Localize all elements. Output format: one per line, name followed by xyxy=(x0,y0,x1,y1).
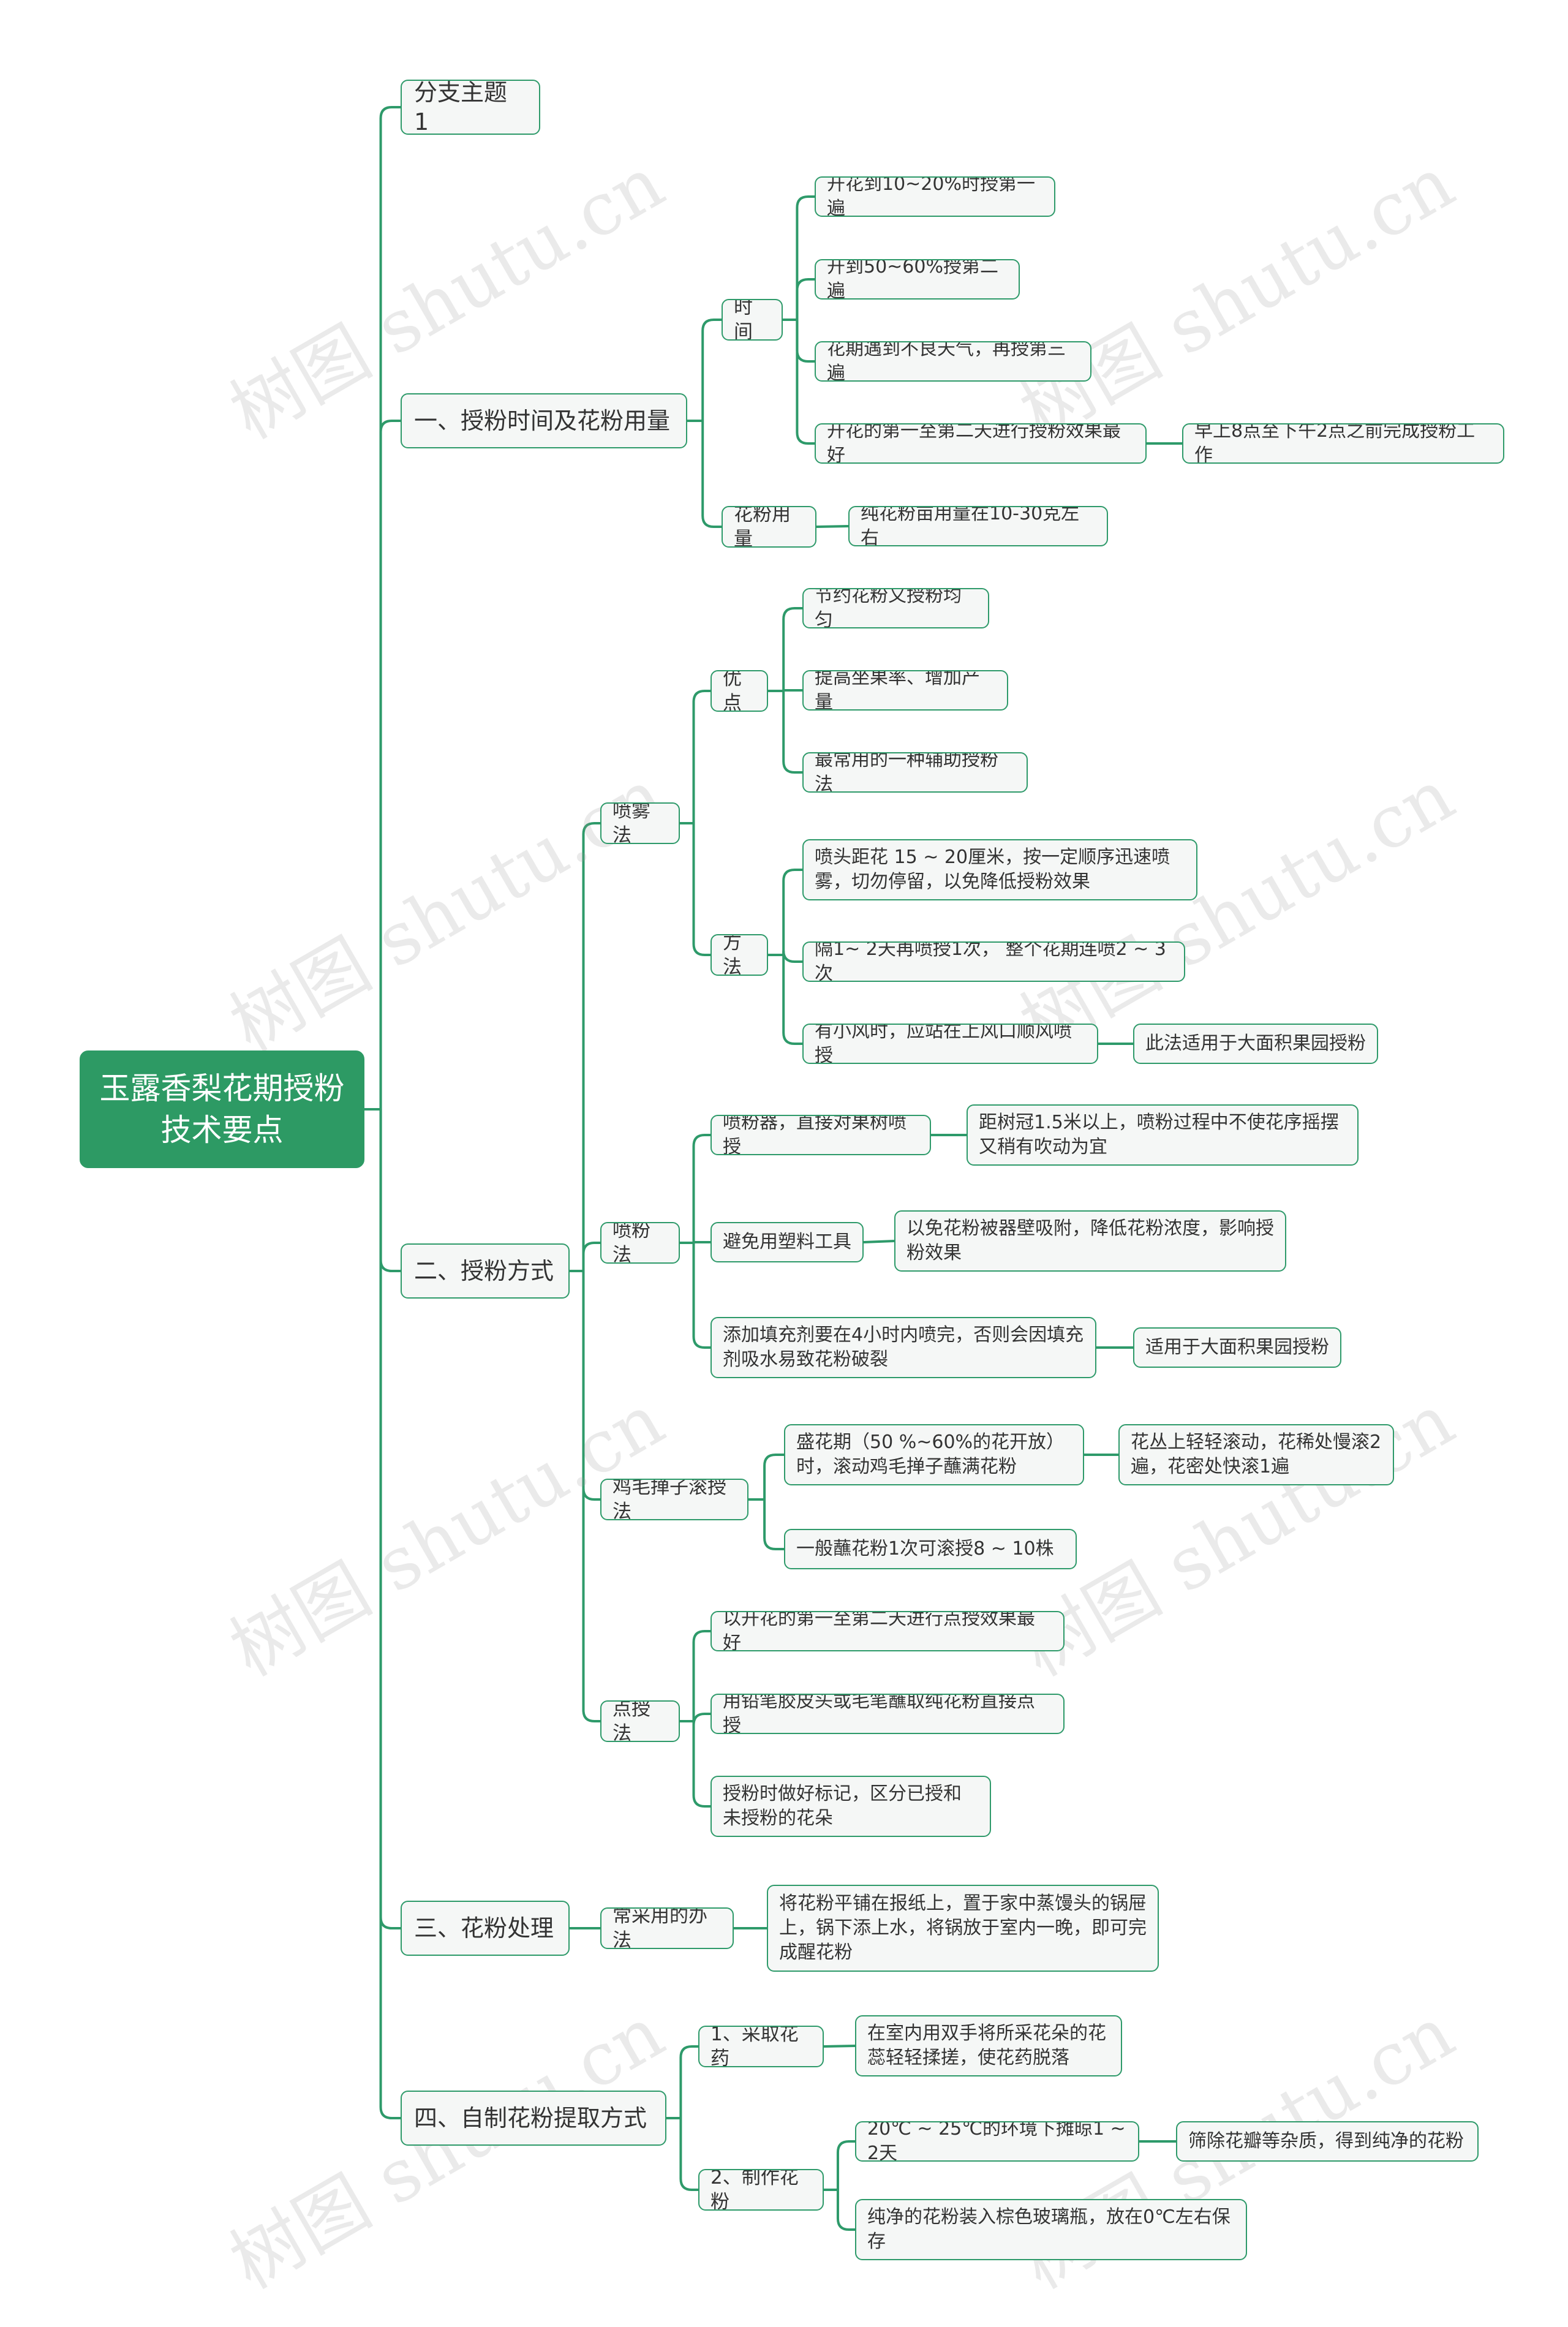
common-method-item[interactable]: 将花粉平铺在报纸上，置于家中蒸馒头的锅屉上，锅下添上水，将锅放于室内一晚，即可完… xyxy=(767,1885,1159,1972)
connector xyxy=(701,421,722,528)
branch-pollination-time-and-amount[interactable]: 一、授粉时间及花粉用量 xyxy=(401,393,687,448)
connector xyxy=(379,106,401,1109)
connector xyxy=(763,1454,784,1499)
advantage-item[interactable]: 节约花粉又授粉均匀 xyxy=(802,588,989,628)
dust-item-detail[interactable]: 距树冠1.5米以上，喷粉过程中不使花序摇摆又稍有吹动为宜 xyxy=(967,1104,1359,1166)
connector xyxy=(582,1271,600,1501)
dust-item[interactable]: 喷粉器，直接对果树喷授 xyxy=(710,1115,931,1155)
branch-homemade-pollen-extraction[interactable]: 四、自制花粉提取方式 xyxy=(401,2091,666,2146)
make-pollen-item-detail[interactable]: 筛除花瓣等杂质，得到纯净的花粉 xyxy=(1176,2121,1479,2162)
advantages-node[interactable]: 优点 xyxy=(710,670,768,712)
connector xyxy=(796,195,815,320)
dust-method-node[interactable]: 喷粉法 xyxy=(600,1222,680,1264)
spray-method-node[interactable]: 喷雾法 xyxy=(600,802,680,844)
pollen-amount-node[interactable]: 花粉用量 xyxy=(722,506,816,548)
connector xyxy=(582,1271,600,1722)
connector xyxy=(679,2118,698,2191)
connector xyxy=(692,1134,710,1243)
point-item[interactable]: 用铅笔胶皮头或毛笔蘸取纯花粉直接点授 xyxy=(710,1694,1065,1734)
advantage-item[interactable]: 提高坐果率、增加产量 xyxy=(802,670,1008,711)
point-item[interactable]: 授粉时做好标记，区分已授和未授粉的花朵 xyxy=(710,1776,991,1837)
connector xyxy=(582,1242,600,1271)
point-item[interactable]: 以开花的第一至第二天进行点授效果最好 xyxy=(710,1611,1065,1651)
connector xyxy=(692,823,710,956)
connector xyxy=(692,1243,710,1349)
connector xyxy=(782,869,802,955)
make-pollen-item[interactable]: 纯净的花粉装入棕色玻璃瓶，放在0℃左右保存 xyxy=(855,2199,1247,2260)
connector xyxy=(379,1109,401,2119)
branch-pollen-processing[interactable]: 三、花粉处理 xyxy=(401,1901,570,1956)
time-node[interactable]: 时间 xyxy=(722,299,783,341)
connector xyxy=(692,690,710,823)
collect-anthers-item[interactable]: 在室内用双手将所采花朵的花蕊轻轻揉搓，使花药脱落 xyxy=(855,2015,1122,2076)
time-item[interactable]: 开到50~60%授第二遍 xyxy=(815,259,1020,300)
connector xyxy=(782,955,802,1045)
method-node[interactable]: 方法 xyxy=(710,934,768,976)
connector xyxy=(782,950,802,963)
connector xyxy=(863,1240,895,1243)
method-item[interactable]: 有小风时，应站在上风口顺风喷授 xyxy=(802,1024,1098,1064)
dust-item-detail[interactable]: 以免花粉被器壁吸附，降低花粉浓度，影响授粉效果 xyxy=(894,1210,1286,1272)
connector xyxy=(796,278,815,320)
dust-item[interactable]: 添加填充剂要在4小时内喷完，否则会因填充剂吸水易致花粉破裂 xyxy=(710,1317,1096,1378)
duster-item[interactable]: 盛花期（50 %~60%的花开放）时，滚动鸡毛掸子蘸满花粉 xyxy=(784,1424,1084,1485)
advantage-item[interactable]: 最常用的一种辅助授粉法 xyxy=(802,752,1028,793)
connector xyxy=(836,2190,855,2231)
connector xyxy=(692,1630,710,1721)
connector xyxy=(379,420,401,1109)
connector xyxy=(701,319,722,421)
connector xyxy=(816,525,849,528)
connector xyxy=(796,320,815,363)
connector xyxy=(379,1109,401,1929)
common-method-node[interactable]: 常采用的办法 xyxy=(600,1907,734,1949)
duster-method-node[interactable]: 鸡毛掸子滚授法 xyxy=(600,1479,748,1520)
connector xyxy=(379,1109,401,1272)
duster-item-detail[interactable]: 花丛上轻轻滚动，花稀处慢滚2遍，花密处快滚1遍 xyxy=(1118,1424,1394,1485)
connector xyxy=(692,1713,710,1725)
duster-item[interactable]: 一般蘸花粉1次可滚授8 ~ 10株 xyxy=(784,1529,1077,1569)
root-topic[interactable]: 玉露香梨花期授粉技术要点 xyxy=(80,1050,364,1168)
connector xyxy=(836,2140,855,2190)
connector xyxy=(692,1721,710,1808)
method-item[interactable]: 喷头距花 15 ~ 20厘米，按一定顺序迅速喷雾，切勿停留，以免降低授粉效果 xyxy=(802,839,1197,900)
pollen-amount-item[interactable]: 纯花粉亩用量在10-30克左右 xyxy=(848,506,1108,546)
branch-pollination-methods[interactable]: 二、授粉方式 xyxy=(401,1243,570,1299)
make-pollen-item[interactable]: 20℃ ~ 25℃的环境下摊晾1 ~ 2天 xyxy=(855,2121,1139,2162)
connector xyxy=(796,320,815,445)
method-item[interactable]: 隔1~ 2天再喷授1次， 整个花期连喷2 ~ 3次 xyxy=(802,941,1185,982)
connector xyxy=(782,691,802,774)
point-method-node[interactable]: 点授法 xyxy=(600,1700,680,1742)
connector xyxy=(763,1499,784,1550)
time-item[interactable]: 开花到10~20%时授第一遍 xyxy=(815,176,1055,217)
collect-anthers-node[interactable]: 1、采取花药 xyxy=(698,2026,824,2067)
method-item-detail[interactable]: 此法适用于大面积果园授粉 xyxy=(1133,1024,1378,1064)
dust-item-detail[interactable]: 适用于大面积果园授粉 xyxy=(1133,1327,1341,1368)
make-pollen-node[interactable]: 2、制作花粉 xyxy=(698,2169,824,2211)
time-item-detail[interactable]: 早上8点至下午2点之前完成授粉工作 xyxy=(1182,423,1504,464)
connector xyxy=(582,822,600,1271)
time-item[interactable]: 花期遇到不良天气，再授第三遍 xyxy=(815,341,1091,382)
dust-item[interactable]: 避免用塑料工具 xyxy=(710,1222,864,1262)
connector xyxy=(782,607,802,691)
time-item[interactable]: 开花的第一至第二天进行授粉效果最好 xyxy=(815,423,1147,464)
connector xyxy=(679,2045,698,2118)
branch-topic-1[interactable]: 分支主题 1 xyxy=(401,80,540,135)
